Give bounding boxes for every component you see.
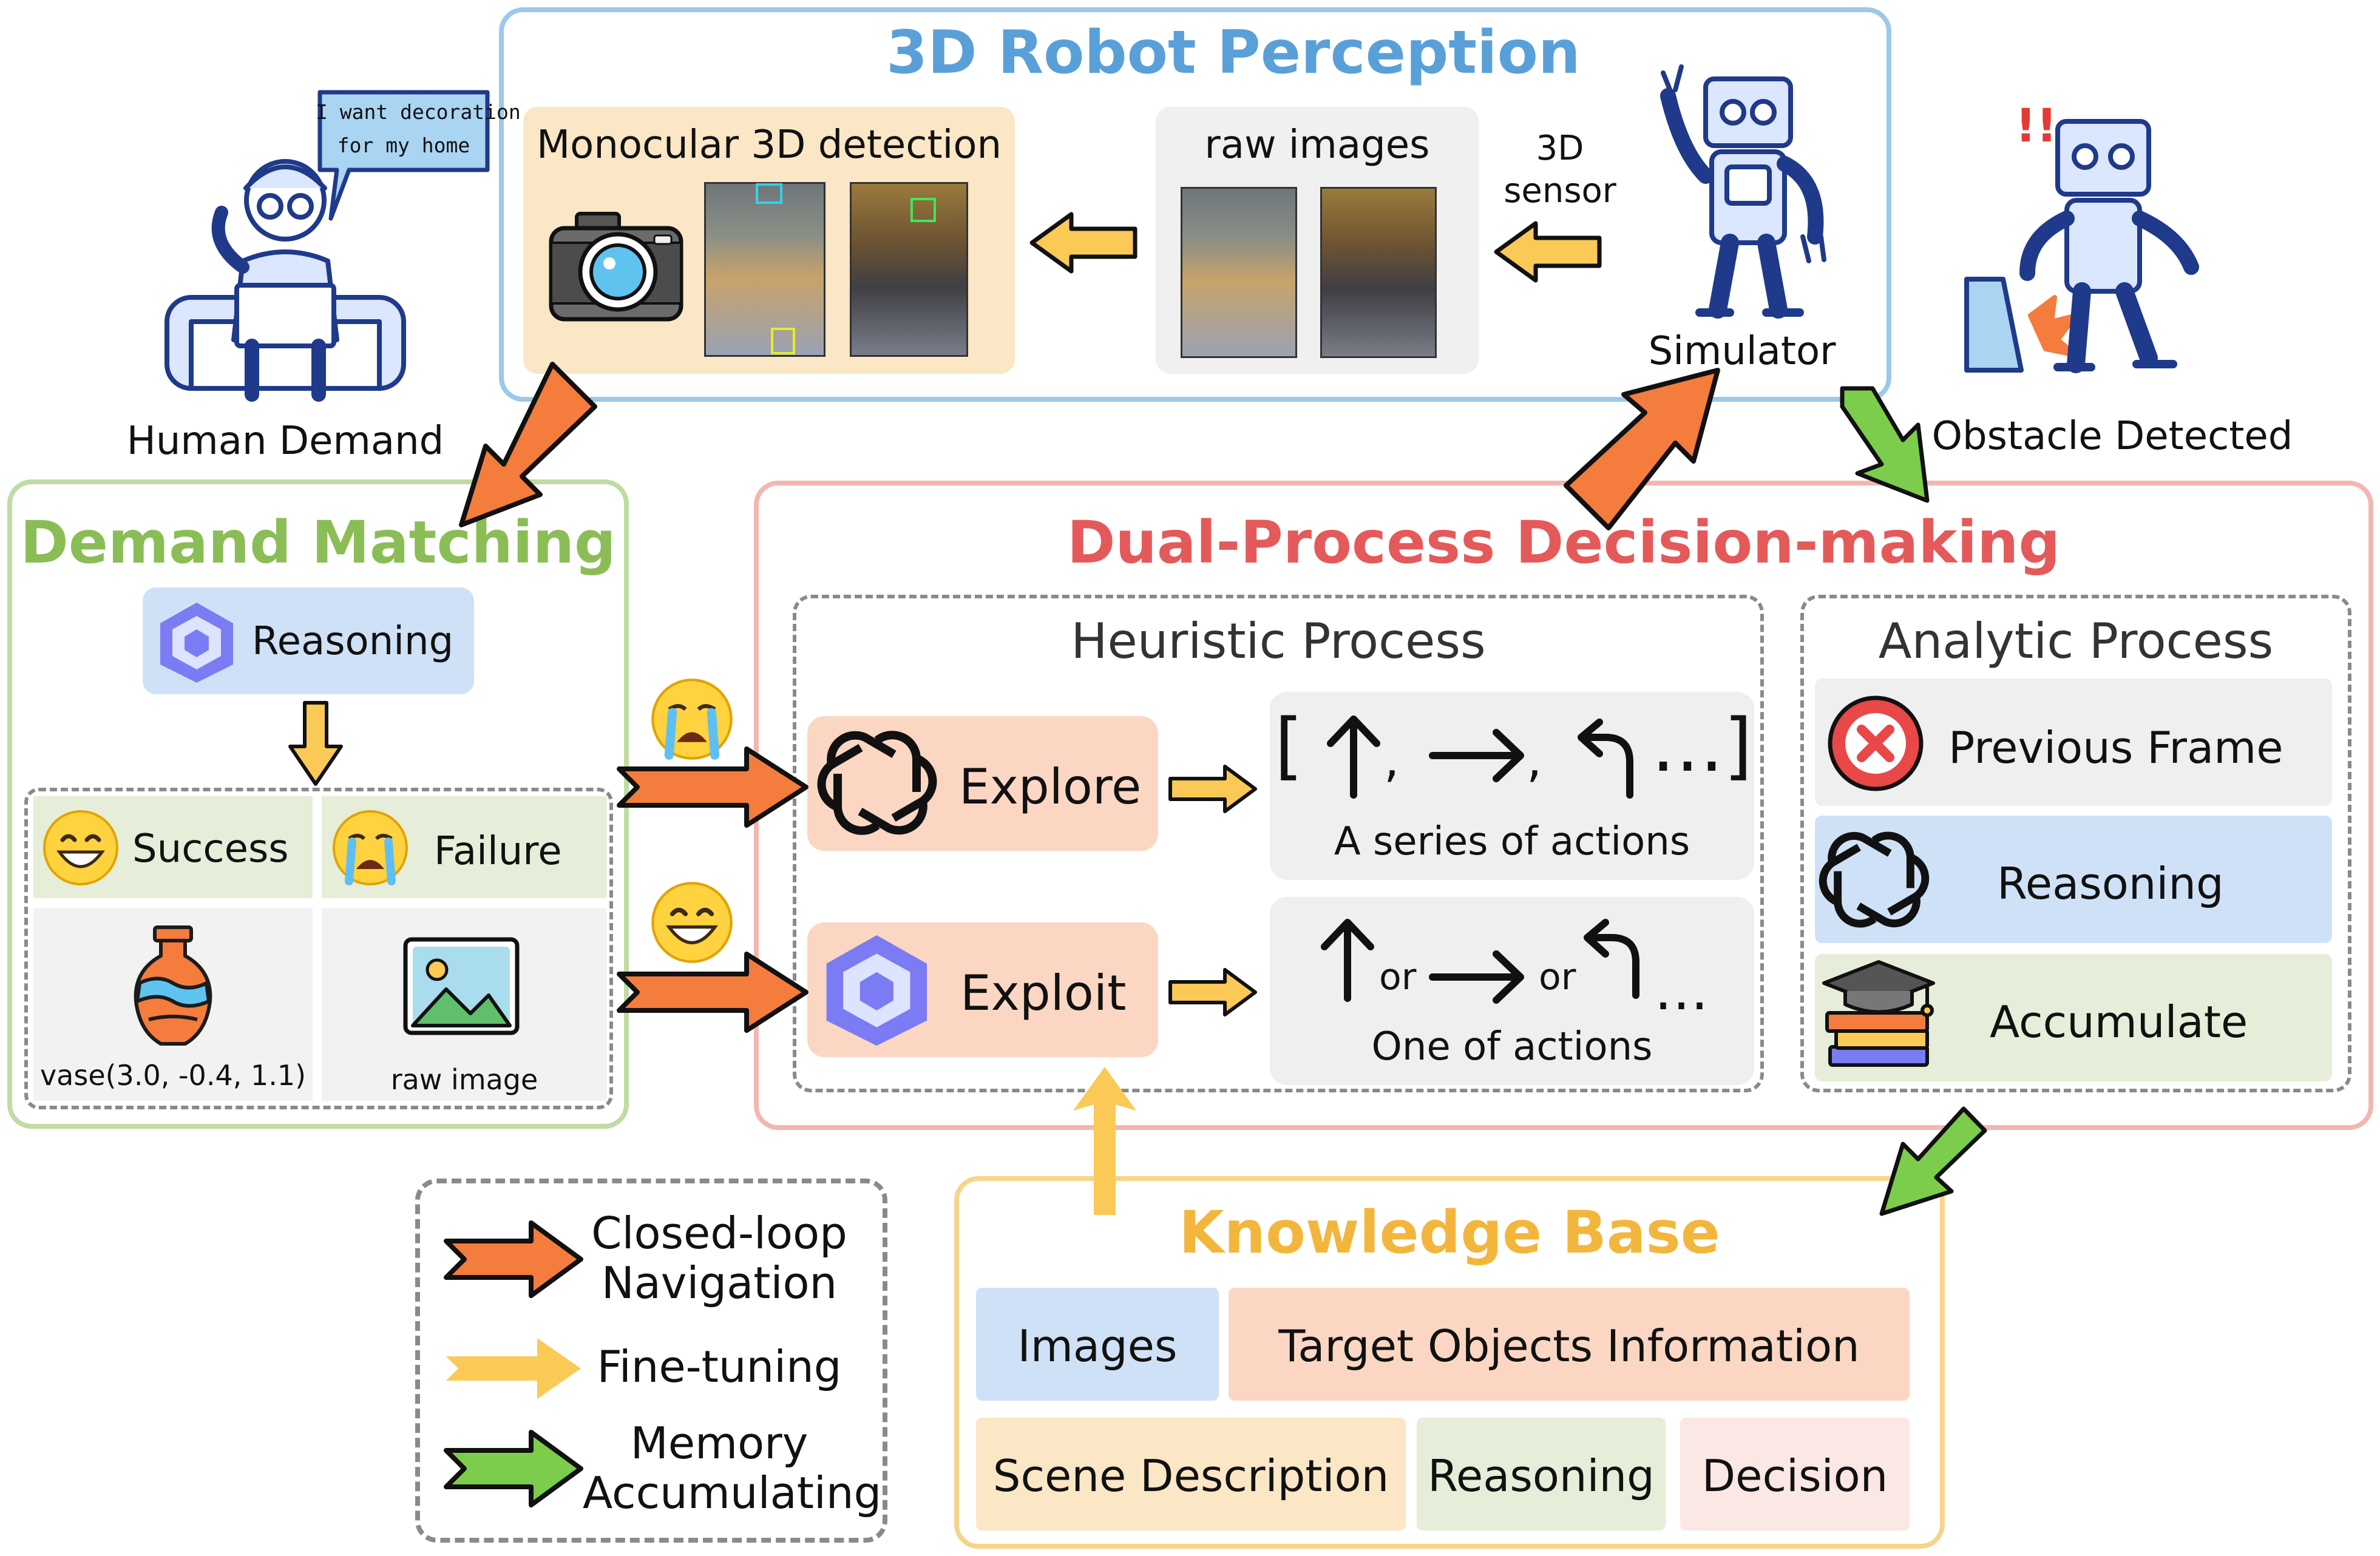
up-arrow-icon (1327, 715, 1380, 799)
arrow-yellow-sensor (1494, 221, 1602, 283)
right-arrow-icon (1429, 729, 1524, 782)
analytic-title: Analytic Process (1878, 613, 2274, 669)
failure-label: Failure (434, 829, 562, 874)
right-arrow-icon-2 (1429, 950, 1524, 1004)
raw-image-label: raw image (390, 1063, 538, 1096)
kb-images-cell (976, 1288, 1219, 1401)
crying-emoji-icon (333, 810, 408, 885)
success-label: Success (132, 827, 289, 871)
image-icon (403, 937, 520, 1035)
kb-decision-cell (1680, 1418, 1910, 1531)
series-close-bracket: …] (1651, 704, 1752, 788)
arrow-demand-to-explore (617, 746, 809, 828)
vase-icon (134, 925, 212, 1046)
sensor-label-2: sensor (1504, 171, 1616, 211)
legend-yellow-arrow (446, 1338, 581, 1399)
vase-coord-label: vase(3.0, -0.4, 1.1) (39, 1059, 307, 1092)
arrow-green-simulator-to-dual (1840, 386, 1930, 503)
detection-box-cyan (756, 183, 782, 204)
legend-fine-tuning: Fine-tuning (597, 1341, 842, 1392)
obstacle-label: Obstacle Detected (1931, 414, 2293, 459)
arrow-yellow-explore (1168, 765, 1257, 813)
speech-text-1: I want decoration (316, 100, 521, 124)
heuristic-dashed-box (793, 595, 1764, 1092)
kb-target-cell (1229, 1288, 1910, 1401)
kb-images-label: Images (1017, 1321, 1178, 1372)
camera-icon (549, 212, 683, 322)
legend-green-arrow (444, 1430, 583, 1507)
turn-left-arrow-icon-2 (1584, 919, 1639, 999)
one-caption: One of actions (1371, 1024, 1653, 1069)
raw-images-label: raw images (1204, 123, 1430, 167)
qwen-logo-icon (160, 603, 233, 683)
arrow-kb-to-exploit (1073, 1067, 1136, 1215)
close-circle-icon (1828, 695, 1924, 791)
openai-logo-analytic-icon (1819, 831, 1930, 928)
robot-simulator-icon (1660, 64, 1826, 319)
raw-image-2 (1320, 187, 1437, 358)
analytic-dashed-box (1800, 595, 2351, 1092)
heuristic-title: Heuristic Process (1071, 613, 1486, 669)
kb-scene-cell (976, 1418, 1406, 1531)
kb-scene-label: Scene Description (992, 1450, 1389, 1501)
detection-image-2 (850, 182, 968, 357)
accumulate-label: Accumulate (1990, 996, 2248, 1047)
happy-emoji-icon (43, 810, 118, 885)
arrow-dual-to-simulator (1564, 368, 1720, 530)
kb-decision-label: Decision (1701, 1450, 1888, 1501)
kb-target-label: Target Objects Information (1278, 1321, 1860, 1372)
person-on-sofa-icon (164, 159, 406, 402)
human-demand-label: Human Demand (126, 419, 444, 464)
speech-bubble (317, 90, 490, 221)
legend-closed-loop-1: Closed-loop (591, 1208, 847, 1259)
series-open-bracket: [ (1275, 704, 1303, 788)
qwen-logo-exploit-icon (826, 935, 927, 1046)
kb-title: Knowledge Base (1179, 1199, 1720, 1267)
legend-orange-arrow (444, 1220, 583, 1298)
series-sep-1: , (1384, 731, 1400, 788)
sensor-label-1: 3D (1536, 129, 1584, 168)
demand-dashed-box (24, 788, 613, 1109)
crying-emoji-arrow-icon (651, 678, 733, 760)
arrow-yellow-exploit (1168, 968, 1257, 1016)
series-sep-2: , (1527, 731, 1542, 788)
demand-title: Demand Matching (20, 509, 616, 577)
series-caption: A series of actions (1334, 819, 1690, 864)
legend-closed-loop-2: Navigation (601, 1257, 838, 1308)
robot-obstacle-icon (1964, 119, 2199, 373)
explore-label: Explore (959, 759, 1142, 815)
arrow-perception-to-demand (459, 362, 597, 527)
arrow-yellow-down (288, 701, 343, 786)
monocular-label: Monocular 3D detection (536, 123, 1002, 167)
detection-box-green (910, 198, 936, 222)
analytic-reasoning-label: Reasoning (1997, 858, 2224, 909)
or-label-2: or (1539, 956, 1576, 998)
arrow-demand-to-exploit (617, 952, 809, 1033)
detection-box-yellow (771, 328, 795, 354)
books-graduation-icon (1822, 960, 1935, 1067)
legend-memory-2: Accumulating (583, 1467, 882, 1518)
perception-title: 3D Robot Perception (886, 18, 1581, 87)
happy-emoji-arrow-icon (651, 882, 733, 963)
dual-title: Dual-Process Decision-making (1066, 509, 2061, 577)
up-arrow-icon-2 (1321, 919, 1374, 1002)
arrow-green-analytic-to-kb (1879, 1106, 1987, 1216)
kb-reasoning-cell (1417, 1418, 1666, 1531)
ellipsis-label: … (1654, 959, 1709, 1023)
speech-text-2: for my home (337, 134, 470, 157)
openai-logo-icon (817, 731, 937, 835)
arrow-yellow-perception-left (1029, 212, 1137, 274)
raw-image-1 (1181, 187, 1297, 358)
simulator-label: Simulator (1648, 329, 1836, 374)
previous-frame-label: Previous Frame (1948, 722, 2283, 773)
kb-reasoning-label: Reasoning (1428, 1450, 1655, 1501)
or-label-1: or (1379, 956, 1417, 998)
turn-left-arrow-icon (1578, 719, 1633, 799)
detection-image-1 (704, 182, 826, 357)
alert-marks: !! (2015, 98, 2058, 152)
exploit-label: Exploit (960, 965, 1127, 1021)
legend-memory-1: Memory (630, 1418, 809, 1469)
demand-reasoning-label: Reasoning (252, 619, 454, 664)
